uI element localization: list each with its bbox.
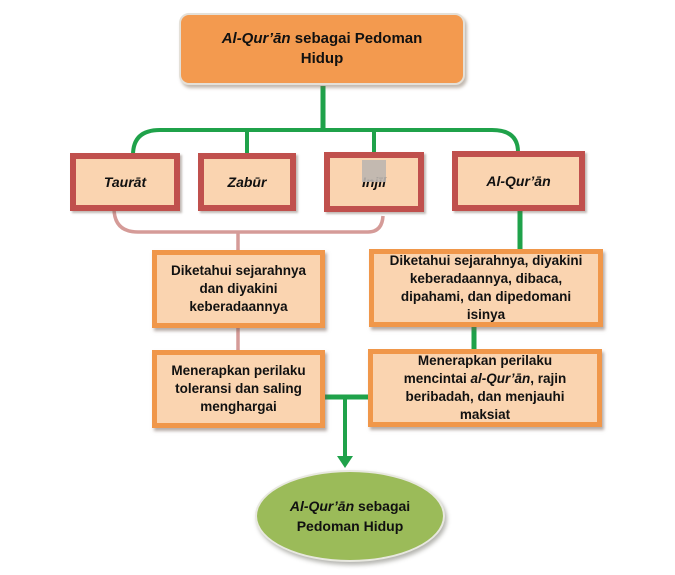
book-label: Taurāt: [103, 174, 147, 190]
quran-behavior: Menerapkan perilaku mencintai al-Qur’ān,…: [403, 353, 567, 422]
connector-old-books-bracket: [112, 207, 385, 234]
title-text: Al-Qur’ān sebagai Pedoman Hidup: [221, 30, 423, 67]
image-artifact-mark: [362, 160, 386, 182]
book-box-alquran: Al-Qur’ān: [452, 151, 585, 211]
book-box-taurat: Taurāt: [70, 153, 180, 211]
old-books-behavior: Menerapkan perilaku toleransi dan saling…: [171, 363, 306, 414]
connector-books-bracket: [131, 128, 520, 156]
old-books-behavior-box: Menerapkan perilaku toleransi dan saling…: [152, 350, 325, 428]
old-books-description-box: Diketahui sejarahnya dan diyakini kebera…: [152, 250, 325, 328]
title-box: Al-Qur’ān sebagai Pedoman Hidup: [179, 13, 465, 85]
quran-description: Diketahui sejarahnya, diyakini keberadaa…: [389, 253, 583, 322]
quran-description-box: Diketahui sejarahnya, diyakini keberadaa…: [369, 249, 603, 327]
conclusion-oval: Al-Qur’ān sebagai Pedoman Hidup: [255, 470, 445, 562]
arrow-head-icon: [337, 456, 353, 468]
book-box-zabur: Zabūr: [198, 153, 296, 211]
old-books-description: Diketahui sejarahnya dan diyakini kebera…: [170, 263, 307, 314]
quran-behavior-box: Menerapkan perilaku mencintai al-Qur’ān,…: [368, 349, 602, 427]
book-label: Al-Qur’ān: [486, 173, 551, 189]
conclusion-text: Al-Qur’ān sebagai Pedoman Hidup: [289, 498, 411, 534]
book-label: Zabūr: [227, 174, 267, 190]
